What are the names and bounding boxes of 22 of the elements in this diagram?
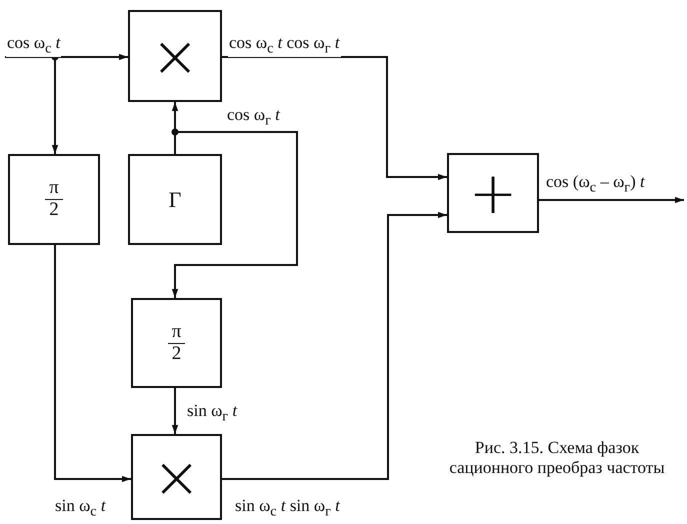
- adder-box: [447, 153, 539, 233]
- multiplier-box: [131, 434, 222, 520]
- operator-symbol: ×: [152, 448, 201, 506]
- fraction-denominator: 2: [48, 200, 60, 221]
- figure-caption: Рис. 3.15. Схема фазок сационного преобраз частоты: [448, 438, 666, 479]
- fraction-denominator: 2: [170, 344, 182, 364]
- generator-box: [128, 154, 222, 245]
- fraction-numerator: π: [45, 178, 63, 200]
- block-label: Г: [168, 186, 182, 212]
- phase-shifter-box: [8, 154, 100, 245]
- arrow: [172, 131, 298, 298]
- phase-shifter-box: [131, 298, 222, 388]
- arrow: [54, 245, 131, 482]
- operator-symbol: ×: [150, 27, 200, 85]
- arrow: [222, 212, 447, 480]
- operator-symbol: +: [468, 164, 518, 222]
- multiplier-box: [128, 10, 222, 102]
- arrow: [172, 388, 178, 434]
- fraction-numerator: π: [168, 322, 186, 344]
- arrow: [539, 196, 684, 204]
- arrow: [5, 54, 128, 60]
- arrow: [222, 56, 447, 180]
